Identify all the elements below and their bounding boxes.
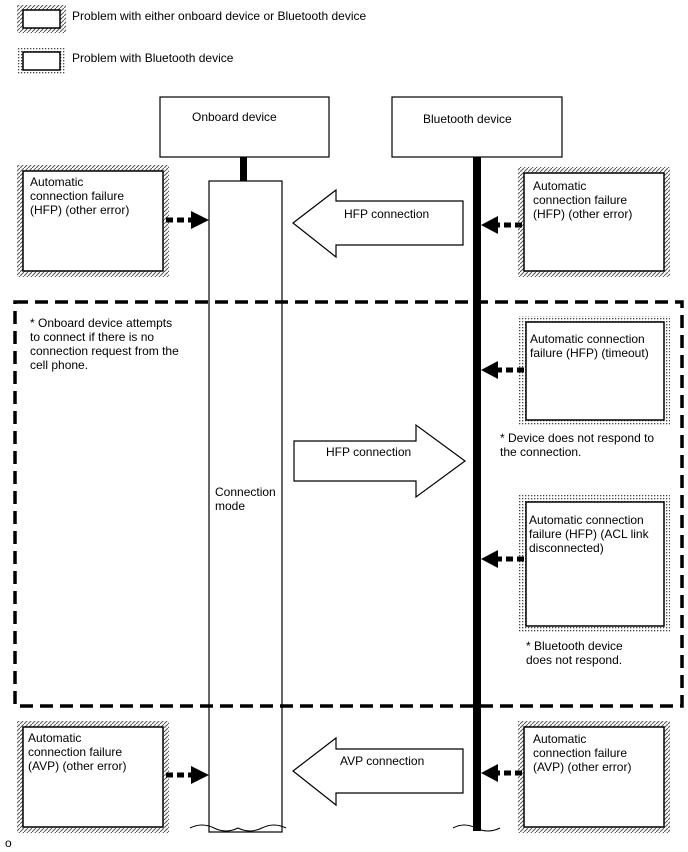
right-top-failure-text: Automatic connection failure (HFP) (othe… — [533, 179, 632, 221]
legend-either-label: Problem with either onboard device or Bl… — [72, 9, 366, 23]
right-top-failure-box — [523, 172, 665, 272]
left-top-failure-text: Automatic connection failure (HFP) (othe… — [30, 175, 129, 217]
avp-connection-in-arrow — [292, 736, 464, 807]
right-bottom-failure-arrow — [481, 764, 522, 782]
legend-bluetooth-label: Problem with Bluetooth device — [72, 51, 234, 65]
hfp-connection-out-arrow — [293, 423, 467, 499]
onboard-attempt-region — [13, 300, 684, 708]
onboard-lifeline-top — [240, 157, 247, 182]
connection-mode-bar — [208, 180, 283, 833]
activation-bar-break — [189, 824, 287, 832]
legend: Problem with either onboard device or Bl… — [17, 5, 366, 75]
onboard-device-label: Onboard device — [192, 110, 277, 124]
right-acl-failure-text: Automatic connection failure (HFP) (ACL … — [529, 513, 652, 555]
right-timeout-failure-text: Automatic connection failure (HFP) (time… — [530, 332, 649, 360]
no-response-note: * Device does not respond to the connect… — [500, 431, 657, 459]
right-timeout-failure-box — [525, 321, 665, 421]
right-top-failure-arrow — [481, 216, 522, 234]
connection-mode-label: Connection mode — [215, 485, 279, 513]
right-timeout-failure-arrow — [481, 361, 524, 379]
bluetooth-lifeline-break — [452, 824, 501, 832]
left-top-failure-arrow — [166, 211, 209, 229]
hfp-connection-in-label: HFP connection — [344, 207, 429, 221]
right-acl-failure-arrow — [481, 550, 524, 568]
right-acl-failure-box — [525, 501, 665, 627]
bluetooth-device-label: Bluetooth device — [423, 112, 512, 126]
bluetooth-lifeline — [473, 157, 481, 831]
right-bottom-failure-box — [523, 726, 665, 828]
bluetooth-no-response-note: * Bluetooth device does not respond. — [526, 639, 626, 667]
onboard-device-box — [159, 96, 330, 158]
bluetooth-device-box — [391, 96, 563, 158]
left-bottom-failure-arrow — [166, 766, 209, 784]
hfp-connection-out-label: HFP connection — [326, 445, 411, 459]
corner-mark: o — [5, 836, 12, 850]
left-bottom-failure-text: Automatic connection failure (AVP) (othe… — [28, 731, 126, 773]
hfp-connection-in-arrow — [292, 188, 464, 259]
left-top-failure-box — [22, 170, 164, 272]
left-bottom-failure-box — [22, 726, 164, 828]
right-bottom-failure-text: Automatic connection failure (AVP) (othe… — [533, 732, 631, 774]
onboard-attempt-note: * Onboard device attempts to connect if … — [30, 316, 182, 372]
avp-connection-in-label: AVP connection — [340, 754, 424, 768]
